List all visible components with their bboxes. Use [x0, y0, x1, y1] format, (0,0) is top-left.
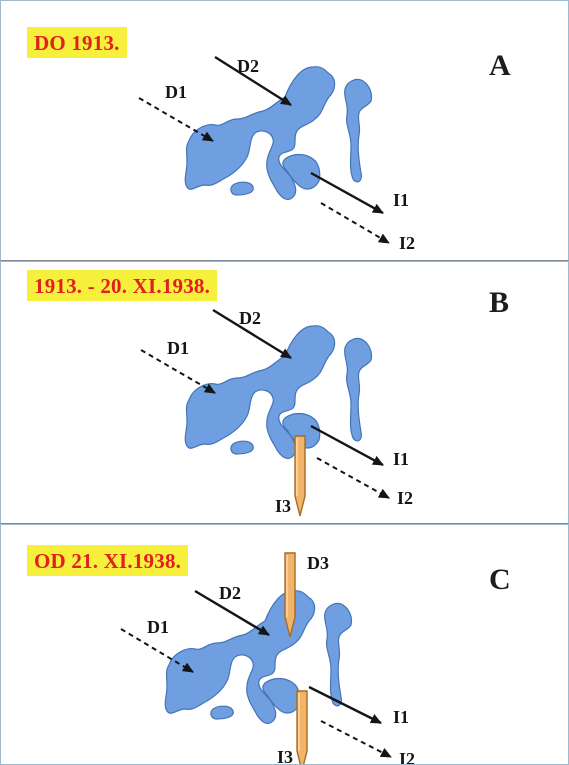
label-i2: I2 — [399, 749, 415, 765]
label-i1: I1 — [393, 449, 409, 469]
cave-diagram: D1 D2 D3 I1 I2 I3 — [120, 552, 415, 765]
label-d2: D2 — [239, 308, 261, 328]
period-label: DO 1913. — [27, 27, 127, 58]
i1-arrow — [310, 171, 384, 215]
panel-b: 1913. - 20. XI.1938. B D1 D2 I1 I2 I3 — [0, 261, 569, 524]
panel-c: OD 21. XI.1938. C D1 D2 D3 I1 I2 I3 — [0, 524, 569, 765]
d2-arrow — [194, 589, 270, 637]
i2-arrow — [316, 457, 390, 499]
label-i3: I3 — [277, 747, 293, 765]
i2-arrow — [320, 720, 392, 758]
label-i1: I1 — [393, 707, 409, 727]
d1-arrow — [120, 628, 194, 673]
label-d2: D2 — [237, 56, 259, 76]
label-i2: I2 — [397, 488, 413, 508]
panel-letter: A — [489, 49, 511, 82]
cave-diagram: D1 D2 I1 I2 — [138, 55, 415, 253]
i1-arrow — [310, 424, 384, 467]
i2-arrow — [320, 202, 390, 244]
d2-arrow — [214, 55, 292, 107]
i1-arrow — [308, 685, 382, 725]
label-d1: D1 — [167, 338, 189, 358]
label-i2: I2 — [399, 233, 415, 253]
label-i3: I3 — [275, 496, 291, 516]
label-d1: D1 — [147, 617, 169, 637]
cave-passages — [164, 590, 353, 725]
d2-arrow — [212, 308, 292, 360]
label-d2: D2 — [219, 583, 241, 603]
d1-arrow — [138, 97, 214, 142]
cave-passages — [184, 66, 373, 201]
panel-a: DO 1913. A D1 D2 I1 I2 — [0, 0, 569, 261]
label-d1: D1 — [165, 82, 187, 102]
panel-letter: C — [489, 563, 511, 596]
period-label: 1913. - 20. XI.1938. — [27, 270, 218, 301]
label-i1: I1 — [393, 190, 409, 210]
cave-diagram: D1 D2 I1 I2 I3 — [140, 308, 413, 517]
label-d3: D3 — [307, 553, 329, 573]
period-label: OD 21. XI.1938. — [27, 545, 189, 576]
panel-letter: B — [489, 286, 510, 319]
